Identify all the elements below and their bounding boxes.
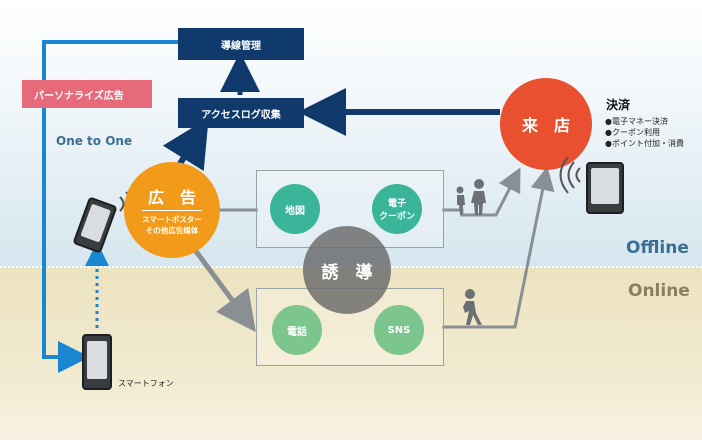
flow-management-box: 導線管理 [178,28,304,60]
online-zone-label: Online [628,281,690,301]
flow-management-label: 導線管理 [221,40,261,52]
store-title: 来 店 [521,116,570,135]
map-label: 地図 [285,205,305,217]
offline-zone-label: Offline [626,238,689,258]
map-circle: 地図 [270,184,320,234]
guide-title: 誘 導 [321,262,373,283]
one-to-one-label: One to One [56,134,133,148]
ad-circle: 広 告 スマートポスター その他広告媒体 [124,162,220,258]
personalize-ad-label: パーソナライズ広告 [34,90,124,102]
offline-to-store-arrow [442,167,521,217]
ad-line2: その他広告媒体 [145,226,199,235]
coupon-label-line1: 電子 [387,199,406,209]
phone-call-label: 電話 [287,326,307,338]
coupon-circle: 電子 クーポン [372,184,422,234]
smartphone-bottom-icon [82,334,112,390]
access-log-box: アクセスログ収集 [178,98,304,128]
smartphone-payment-icon [586,162,624,214]
smartphone-label: スマートフォン [118,379,174,388]
payment-item: ●ポイント付加・消費 [605,139,684,148]
sns-circle: SNS [374,305,424,355]
personalize-loop-arrow [42,40,178,373]
payment-item: ●クーポン利用 [605,128,660,137]
phone-call-circle: 電話 [272,305,322,355]
ad-to-online-arrow [192,248,256,333]
guide-circle: 誘 導 [303,226,391,314]
ad-line1: スマートポスター [142,215,202,224]
payment-list: ●電子マネー決済 ●クーポン利用 ●ポイント付加・消費 [605,116,684,149]
store-visit-circle: 来 店 [500,78,592,170]
payment-item: ●電子マネー決済 [605,117,668,126]
ad-title: 広 告 [141,184,202,211]
access-log-label: アクセスログ収集 [201,109,281,121]
personalize-ad-band: パーソナライズ広告 [22,80,152,108]
payment-title: 決済 [606,98,631,112]
coupon-label-line2: クーポン [378,212,415,222]
online-to-store-arrow [442,166,555,329]
sns-label: SNS [387,324,411,336]
